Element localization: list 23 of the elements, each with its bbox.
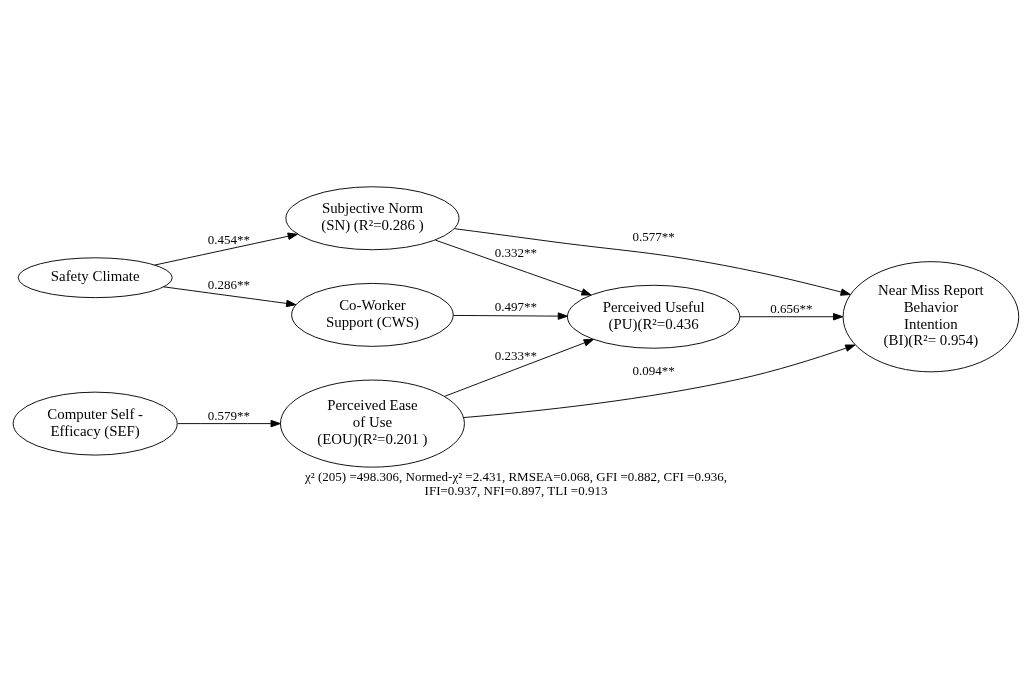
node-ellipse: Computer Self - Efficacy (SEF): [12, 391, 178, 456]
edge-label: 0.579**: [207, 408, 251, 424]
node-ellipse: Safety Climate: [17, 257, 173, 299]
edge-label: 0.233**: [494, 347, 538, 363]
arrow: [454, 228, 851, 296]
arrow: [154, 232, 298, 266]
edge-label: 0.497**: [494, 299, 538, 315]
edge-label: 0.577**: [632, 228, 675, 244]
edge-label: 0.094**: [632, 363, 675, 379]
arrow: [444, 338, 594, 397]
edge-label: 0.286**: [207, 277, 251, 293]
arrow: [739, 313, 844, 321]
arrow: [452, 312, 568, 320]
caption: χ² (205) =498.306, Normed-χ² =2.431, RMSEA=0.068, GFI =0.882, CFI =0.936, IFI=0.937, NFI=0.897, TLI =0.913: [305, 469, 727, 499]
node-ellipse: Perceived Ease of Use (EOU)(R²=0.201 ): [280, 379, 465, 468]
arrow: [177, 419, 281, 428]
edge-label: 0.454**: [207, 231, 251, 247]
arrow: [163, 286, 297, 308]
arrow: [463, 344, 856, 418]
node-ellipse: Co-Worker Support (CWS): [291, 282, 454, 347]
arrow: [434, 239, 592, 296]
edge-label: 0.332**: [494, 245, 538, 261]
edge-label: 0.656**: [770, 301, 813, 317]
